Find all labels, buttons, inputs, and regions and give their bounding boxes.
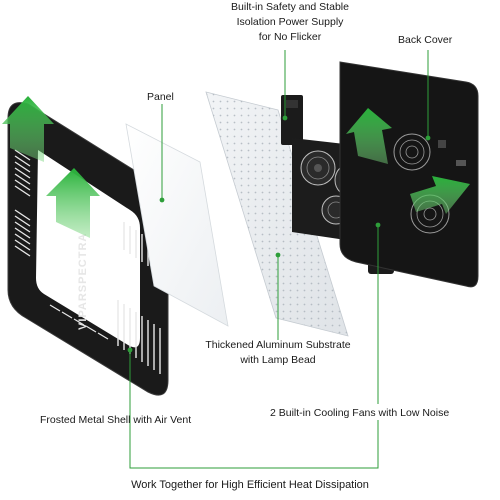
cooling-fan-icon: [393, 133, 431, 171]
leader-dots: [127, 115, 431, 353]
air-vent: [117, 222, 161, 374]
power-supply: [281, 95, 303, 145]
aluminum-substrate: [205, 91, 349, 337]
cooling-fan-icon: [300, 150, 336, 186]
panel: [125, 123, 229, 327]
power-supply-label-line-2: Isolation Power Supply: [236, 16, 344, 28]
power-supply-label-line-1: Built-in Safety and Stable: [231, 1, 349, 13]
airflow-arrow-icon: [2, 96, 54, 162]
brand-text: VIPARSPECTRA: [77, 233, 89, 330]
cooling-fans-label: 2 Built-in Cooling Fans with Low Noise: [270, 407, 450, 419]
airflow-arrow-icon: [46, 168, 100, 238]
airflow-arrow-icon: [346, 108, 392, 164]
back-cover-label: Back Cover: [398, 34, 453, 46]
airflow-arrow-icon: [410, 176, 470, 214]
metal-shell-label: Frosted Metal Shell with Air Vent: [40, 414, 192, 426]
aluminum-substrate-label: Thickened Aluminum Substrate with Lamp B…: [188, 338, 368, 368]
aluminum-substrate-label-line-2: with Lamp Bead: [240, 354, 316, 366]
bottom-caption: Work Together for High Efficient Heat Di…: [131, 479, 369, 491]
panel-label: Panel: [147, 91, 174, 103]
back-cover: [339, 61, 479, 288]
power-supply-label: Built-in Safety and Stable Isolation Pow…: [210, 0, 370, 45]
leader-lines: [129, 50, 429, 469]
aluminum-substrate-label-line-1: Thickened Aluminum Substrate: [205, 339, 351, 351]
power-supply-label-line-3: for No Flicker: [258, 31, 322, 43]
metal-shell: VIPARSPECTRA: [7, 102, 169, 396]
air-vent: [14, 149, 31, 257]
